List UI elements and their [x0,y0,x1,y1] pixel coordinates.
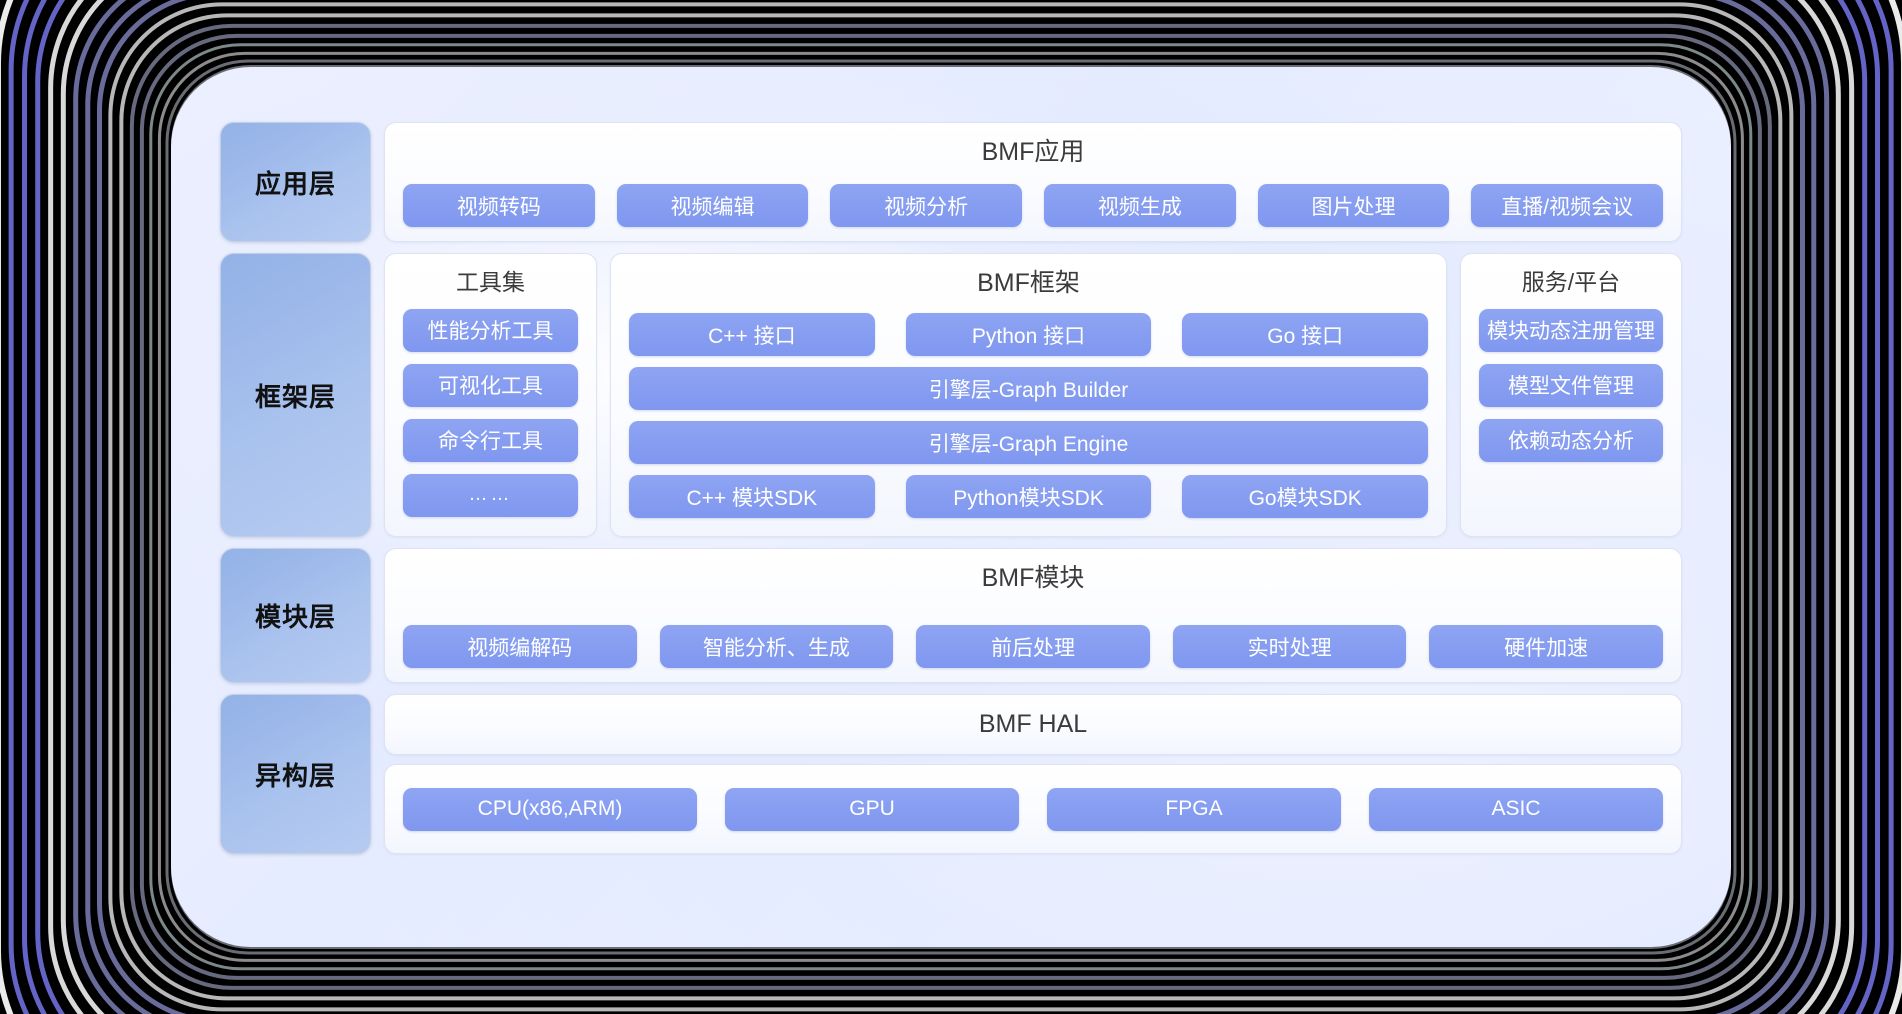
app-item-video-analysis[interactable]: 视频分析 [830,184,1023,227]
glow-ring [96,0,1806,1014]
module-item-pre-post-process[interactable]: 前后处理 [916,625,1150,668]
panel-title-toolset: 工具集 [456,269,525,295]
panel-bmf-application: BMF应用 视频转码 视频编辑 视频分析 视频生成 图片处理 直播/视频会议 [384,122,1682,242]
glow-ring [48,0,1854,1014]
tool-visualization[interactable]: 可视化工具 [403,363,578,407]
panel-title-bmf-hal: BMF HAL [384,694,1682,755]
engine-graph-engine[interactable]: 引擎层-Graph Engine [629,421,1428,465]
sdk-cpp-module[interactable]: C++ 模块SDK [629,475,875,519]
hardware-item-cpu[interactable]: CPU(x86,ARM) [403,787,697,831]
panel-service-platform: 服务/平台 模块动态注册管理 模型文件管理 依赖动态分析 [1460,253,1682,537]
framework-columns: 工具集 性能分析工具 可视化工具 命令行工具 …… BMF框架 C++ 接口 P [384,253,1682,537]
architecture-stack: 应用层 BMF应用 视频转码 视频编辑 视频分析 视频生成 图片处理 直播/视频… [220,122,1682,892]
module-item-video-codec[interactable]: 视频编解码 [403,625,637,668]
layer-chip-application[interactable]: 应用层 [220,122,371,242]
panel-title-bmf-application: BMF应用 [981,138,1085,166]
engine-graph-builder[interactable]: 引擎层-Graph Builder [629,367,1428,411]
framework-sdk-row: C++ 模块SDK Python模块SDK Go模块SDK [629,475,1429,519]
graph-builder-row: 引擎层-Graph Builder [629,367,1428,411]
app-item-video-edit[interactable]: 视频编辑 [616,184,809,227]
app-item-video-generation[interactable]: 视频生成 [1044,184,1236,227]
service-model-file-management[interactable]: 模型文件管理 [1479,363,1663,407]
glow-ring [149,43,1753,971]
tool-more-ellipsis[interactable]: …… [403,473,578,517]
panel-title-bmf-module: BMF模块 [981,564,1085,592]
module-item-ai-analysis-gen[interactable]: 智能分析、生成 [659,625,894,668]
hardware-item-gpu[interactable]: GPU [725,787,1019,831]
glow-ring [22,0,1880,1014]
hardware-item-row: CPU(x86,ARM) GPU FPGA ASIC [384,764,1682,854]
layer-chip-module[interactable]: 模块层 [220,548,371,683]
interface-cpp[interactable]: C++ 接口 [629,313,875,357]
service-platform-item-stack: 模块动态注册管理 模型文件管理 依赖动态分析 [1479,308,1663,462]
glow-ring [139,33,1763,981]
service-module-dynamic-registration[interactable]: 模块动态注册管理 [1479,308,1663,352]
module-item-row: 视频编解码 智能分析、生成 前后处理 实时处理 硬件加速 [403,625,1663,668]
application-item-row: 视频转码 视频编辑 视频分析 视频生成 图片处理 直播/视频会议 [403,184,1664,227]
interface-python[interactable]: Python 接口 [905,313,1152,357]
panel-bmf-framework: BMF框架 C++ 接口 Python 接口 Go 接口 引擎层-Graph B… [610,253,1447,537]
glow-ring [165,59,1737,955]
layer-chip-framework[interactable]: 框架层 [220,253,371,537]
layer-row-framework: 框架层 工具集 性能分析工具 可视化工具 命令行工具 …… BMF框架 [220,253,1682,537]
panel-toolset: 工具集 性能分析工具 可视化工具 命令行工具 …… [384,253,597,537]
module-item-realtime-process[interactable]: 实时处理 [1172,625,1407,668]
bmf-framework-body: C++ 接口 Python 接口 Go 接口 引擎层-Graph Builder… [629,309,1429,522]
hardware-item-asic[interactable]: ASIC [1369,787,1663,831]
glow-ring [8,0,1894,1014]
app-item-live-conference[interactable]: 直播/视频会议 [1471,184,1664,227]
interface-go[interactable]: Go 接口 [1182,313,1429,357]
panel-title-bmf-framework: BMF框架 [977,269,1080,297]
sdk-python-module[interactable]: Python模块SDK [905,475,1152,519]
panel-title-service-platform: 服务/平台 [1521,269,1621,295]
toolset-item-stack: 性能分析工具 可视化工具 命令行工具 …… [403,308,578,517]
module-item-hardware-accel[interactable]: 硬件加速 [1429,625,1663,668]
glow-ring [85,0,1817,1014]
glow-ring [119,13,1783,1001]
glow-ring [157,51,1745,963]
layer-row-heterogeneous: 异构层 BMF HAL CPU(x86,ARM) GPU FPGA ASIC [220,694,1682,854]
tool-performance-analysis[interactable]: 性能分析工具 [403,308,578,352]
glow-ring [35,0,1867,1014]
app-item-video-transcode[interactable]: 视频转码 [403,184,595,227]
layer-chip-heterogeneous[interactable]: 异构层 [220,694,371,854]
glow-ring [108,2,1794,1012]
glow-ring [60,0,1842,1014]
glow-ring [73,0,1829,1014]
layer-row-application: 应用层 BMF应用 视频转码 视频编辑 视频分析 视频生成 图片处理 直播/视频… [220,122,1682,242]
service-dependency-dynamic-analysis[interactable]: 依赖动态分析 [1479,418,1663,462]
glow-ring [129,23,1773,991]
framework-interface-row: C++ 接口 Python 接口 Go 接口 [629,313,1429,357]
hardware-item-fpga[interactable]: FPGA [1047,787,1341,831]
sdk-go-module[interactable]: Go模块SDK [1182,475,1429,519]
heterogeneous-stack: BMF HAL CPU(x86,ARM) GPU FPGA ASIC [384,694,1682,854]
layer-row-module: 模块层 BMF模块 视频编解码 智能分析、生成 前后处理 实时处理 硬件加速 [220,548,1682,683]
panel-bmf-module: BMF模块 视频编解码 智能分析、生成 前后处理 实时处理 硬件加速 [384,548,1682,683]
app-item-image-processing[interactable]: 图片处理 [1257,184,1450,227]
graph-engine-row: 引擎层-Graph Engine [629,421,1428,465]
tool-command-line[interactable]: 命令行工具 [403,418,578,462]
